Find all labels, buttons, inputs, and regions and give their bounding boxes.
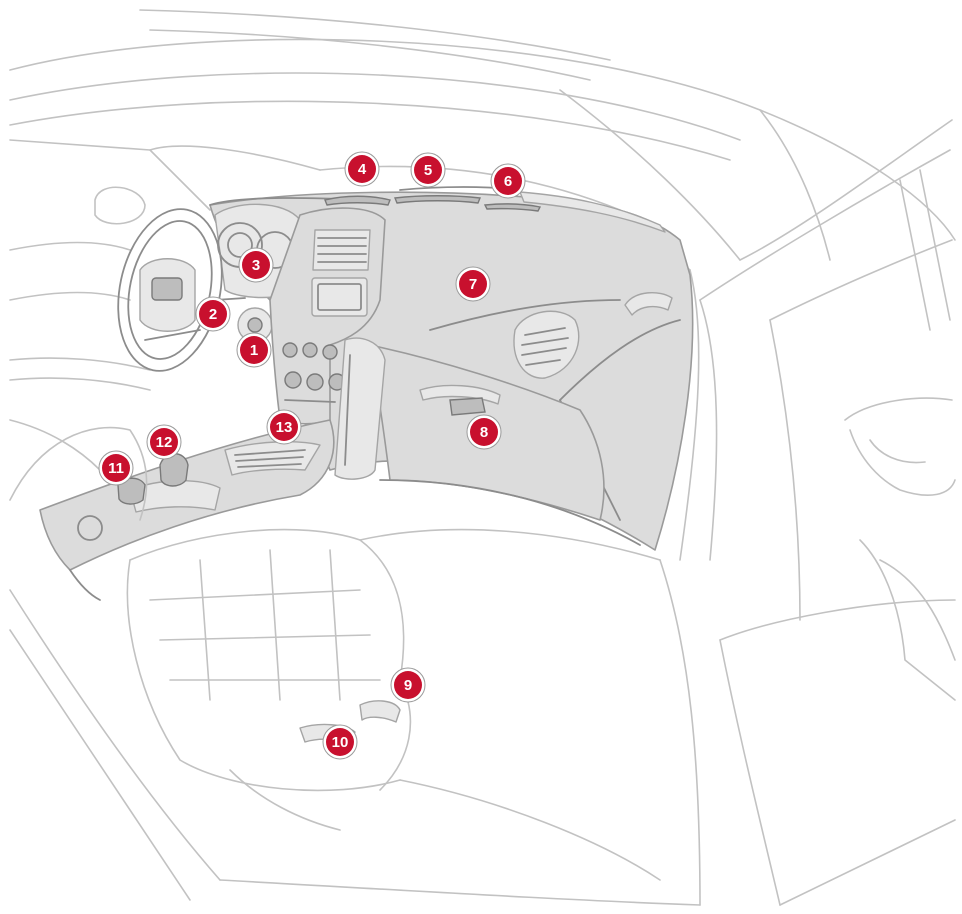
callout-dot: [240, 336, 268, 364]
center-console-stack: [269, 207, 386, 425]
callout-number: 9: [404, 677, 412, 694]
callout-13: 13: [266, 409, 302, 445]
left-door: [9, 186, 151, 471]
callout-dot: [199, 300, 227, 328]
callout-number: 2: [209, 306, 217, 323]
callout-number: 11: [108, 460, 124, 477]
callout-number: 4: [358, 161, 367, 178]
callout-dot: [394, 671, 422, 699]
callout-dot: [348, 155, 376, 183]
callout-dot: [242, 251, 270, 279]
center-tunnel: [39, 419, 335, 601]
callout-number: 13: [276, 419, 293, 436]
callout-10: 10: [322, 724, 358, 760]
callout-number: 10: [332, 734, 349, 751]
callout-number: 5: [424, 162, 432, 179]
callout-number: 12: [156, 434, 173, 451]
callout-number: 7: [469, 276, 477, 293]
callout-9: 9: [390, 667, 426, 703]
callout-12: 12: [146, 424, 182, 460]
callout-dot: [470, 418, 498, 446]
callout-number: 8: [480, 424, 488, 441]
callout-8: 8: [466, 414, 502, 450]
floor-sill: [9, 528, 701, 906]
callout-2: 2: [195, 296, 231, 332]
callout-6: 6: [490, 163, 526, 199]
callout-dot: [326, 728, 354, 756]
car-body-outline: [9, 9, 956, 261]
callout-dot: [414, 156, 442, 184]
callout-7: 7: [455, 266, 491, 302]
callout-5: 5: [410, 152, 446, 188]
callout-dot: [102, 454, 130, 482]
callout-number: 1: [250, 342, 258, 359]
callout-number: 3: [252, 257, 260, 274]
door-post: [334, 337, 386, 480]
callout-1: 1: [236, 332, 272, 368]
callout-3: 3: [238, 247, 274, 283]
callout-dot: [150, 428, 178, 456]
callout-dot: [459, 270, 487, 298]
right-door: [699, 149, 956, 906]
callout-4: 4: [344, 151, 380, 187]
callout-dot: [494, 167, 522, 195]
callout-11: 11: [98, 450, 134, 486]
callout-number: 6: [504, 173, 512, 190]
steering-wheel: [117, 208, 273, 372]
callout-dot: [270, 413, 298, 441]
